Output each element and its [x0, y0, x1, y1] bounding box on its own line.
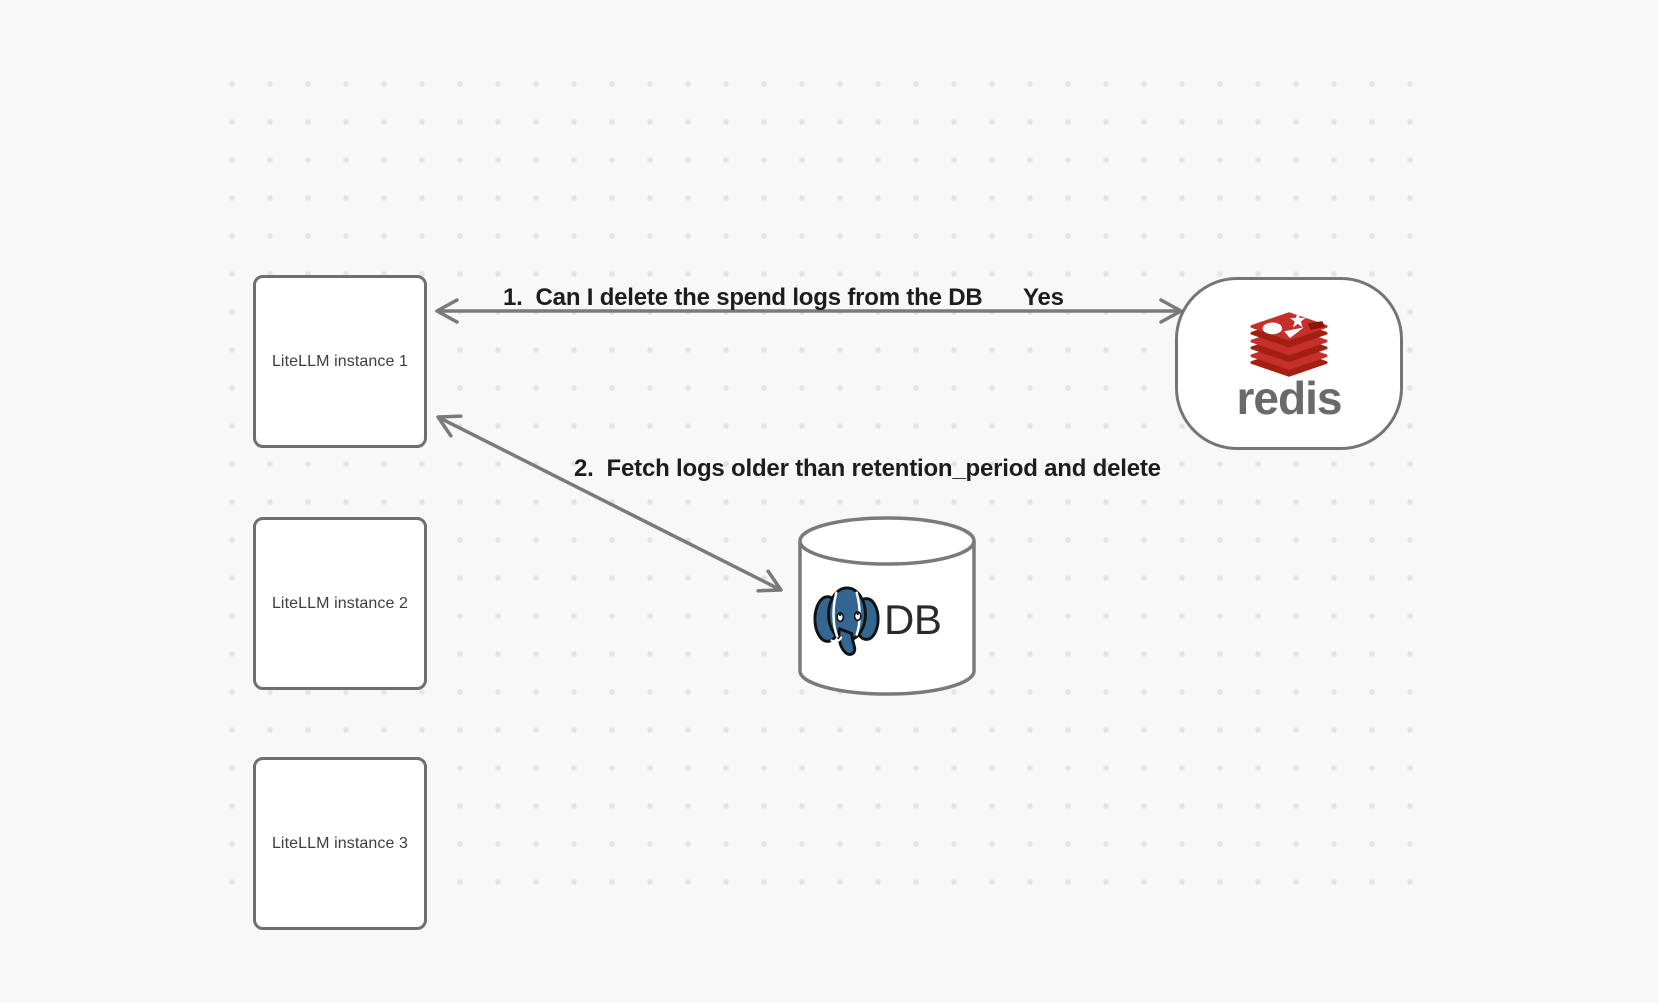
- node-db[interactable]: [796, 515, 978, 697]
- node-litellm-instance-2-label: LiteLLM instance 2: [271, 594, 409, 612]
- node-litellm-instance-3-label: LiteLLM instance 3: [271, 834, 409, 852]
- node-litellm-instance-1-label: LiteLLM instance 1: [271, 352, 409, 370]
- node-litellm-instance-3[interactable]: LiteLLM instance 3: [253, 757, 427, 930]
- node-litellm-instance-1[interactable]: LiteLLM instance 1: [253, 275, 427, 448]
- postgresql-elephant-icon: [813, 586, 880, 656]
- database-cylinder-shape: [798, 516, 976, 696]
- db-content: DB: [812, 582, 942, 658]
- db-label: DB: [884, 596, 942, 643]
- edge-redis-query-response-label: Yes: [1023, 284, 1064, 311]
- edge-db-fetch-label: 2. Fetch logs older than retention_perio…: [574, 455, 1161, 482]
- node-redis[interactable]: redis: [1175, 277, 1403, 450]
- redis-wordmark: redis: [1236, 371, 1343, 424]
- node-litellm-instance-2[interactable]: LiteLLM instance 2: [253, 517, 427, 690]
- redis-logo-icon: [1250, 311, 1328, 377]
- edge-redis-query-label: 1. Can I delete the spend logs from the …: [503, 284, 983, 311]
- edge-db-fetch-arrow[interactable]: [436, 414, 783, 593]
